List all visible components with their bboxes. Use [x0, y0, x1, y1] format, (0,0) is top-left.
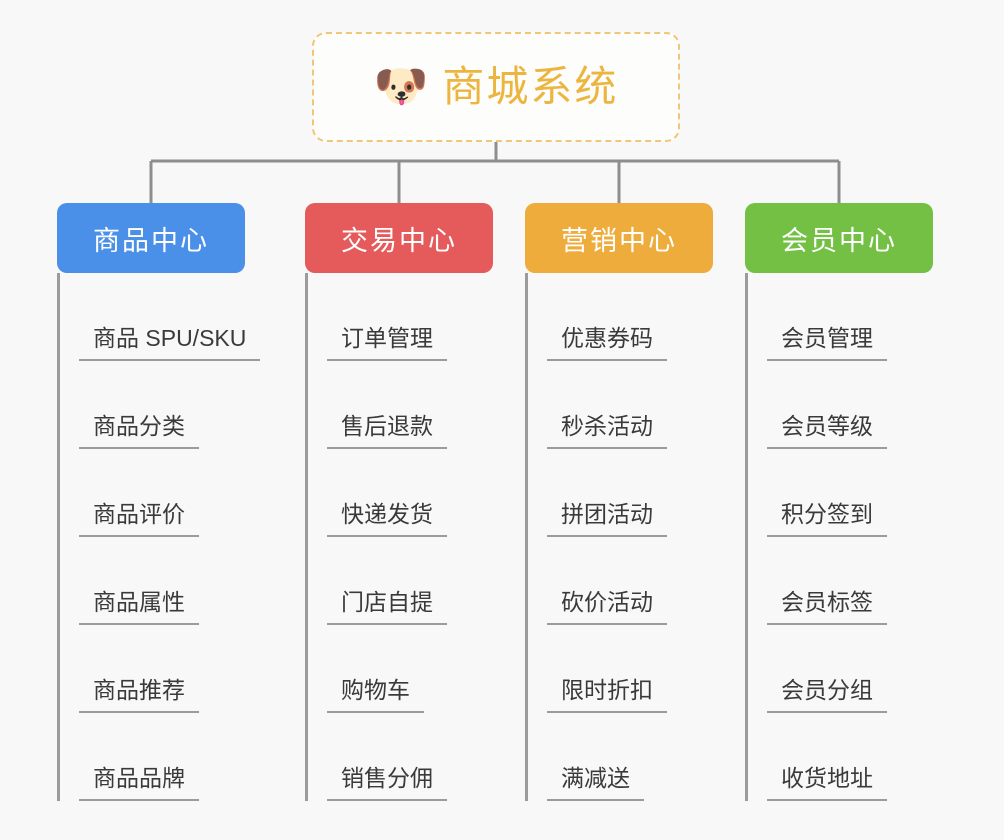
- list-item[interactable]: 销售分佣: [305, 713, 493, 801]
- root-node[interactable]: 🐶 商城系统: [312, 32, 680, 142]
- list-item[interactable]: 积分签到: [745, 449, 933, 537]
- list-item[interactable]: 会员分组: [745, 625, 933, 713]
- leaf-label: 商品评价: [79, 503, 199, 537]
- leaf-label: 优惠券码: [547, 327, 667, 361]
- leaf-label: 会员分组: [767, 679, 887, 713]
- list-item[interactable]: 购物车: [305, 625, 493, 713]
- branch-column-4: 会员中心会员管理会员等级积分签到会员标签会员分组收货地址: [745, 203, 933, 801]
- list-item[interactable]: 商品 SPU/SKU: [57, 273, 261, 361]
- leaf-label: 购物车: [327, 679, 424, 713]
- root-title: 商城系统: [442, 63, 619, 110]
- branch-header-2[interactable]: 交易中心: [305, 203, 493, 273]
- leaf-label: 会员管理: [767, 327, 887, 361]
- leaf-label: 会员标签: [767, 591, 887, 625]
- leaf-label: 商品品牌: [79, 767, 199, 801]
- branch-spine-3: [525, 273, 528, 801]
- leaf-label: 限时折扣: [547, 679, 667, 713]
- leaf-label: 商品属性: [79, 591, 199, 625]
- branch-spine-2: [305, 273, 308, 801]
- leaf-label: 快递发货: [327, 503, 447, 537]
- list-item[interactable]: 优惠券码: [525, 273, 713, 361]
- list-item[interactable]: 拼团活动: [525, 449, 713, 537]
- branch-column-2: 交易中心订单管理售后退款快递发货门店自提购物车销售分佣: [305, 203, 493, 801]
- leaf-label: 商品推荐: [79, 679, 199, 713]
- leaf-label: 秒杀活动: [547, 415, 667, 449]
- leaf-label: 拼团活动: [547, 503, 667, 537]
- leaf-label: 积分签到: [767, 503, 887, 537]
- leaf-label: 商品 SPU/SKU: [79, 327, 261, 361]
- leaf-label: 订单管理: [327, 327, 447, 361]
- leaf-list-1: 商品 SPU/SKU 商品分类商品评价商品属性商品推荐商品品牌: [57, 273, 261, 801]
- leaf-label: 售后退款: [327, 415, 447, 449]
- list-item[interactable]: 砍价活动: [525, 537, 713, 625]
- list-item[interactable]: 商品推荐: [57, 625, 245, 713]
- branch-header-3[interactable]: 营销中心: [525, 203, 713, 273]
- list-item[interactable]: 商品属性: [57, 537, 245, 625]
- list-item[interactable]: 限时折扣: [525, 625, 713, 713]
- list-item[interactable]: 售后退款: [305, 361, 493, 449]
- branch-header-4[interactable]: 会员中心: [745, 203, 933, 273]
- list-item[interactable]: 门店自提: [305, 537, 493, 625]
- list-item[interactable]: 会员等级: [745, 361, 933, 449]
- list-item[interactable]: 商品分类: [57, 361, 245, 449]
- list-item[interactable]: 满减送: [525, 713, 713, 801]
- list-item[interactable]: 收货地址: [745, 713, 933, 801]
- branch-column-3: 营销中心优惠券码秒杀活动拼团活动砍价活动限时折扣满减送: [525, 203, 713, 801]
- leaf-label: 满减送: [547, 767, 644, 801]
- leaf-list-3: 优惠券码秒杀活动拼团活动砍价活动限时折扣满减送: [525, 273, 713, 801]
- leaf-label: 销售分佣: [327, 767, 447, 801]
- list-item[interactable]: 会员标签: [745, 537, 933, 625]
- leaf-label: 商品分类: [79, 415, 199, 449]
- leaf-list-2: 订单管理售后退款快递发货门店自提购物车销售分佣: [305, 273, 493, 801]
- leaf-label: 收货地址: [767, 767, 887, 801]
- branch-spine-4: [745, 273, 748, 801]
- leaf-label: 会员等级: [767, 415, 887, 449]
- list-item[interactable]: 快递发货: [305, 449, 493, 537]
- branch-column-1: 商品中心商品 SPU/SKU 商品分类商品评价商品属性商品推荐商品品牌: [57, 203, 261, 801]
- leaf-list-4: 会员管理会员等级积分签到会员标签会员分组收货地址: [745, 273, 933, 801]
- list-item[interactable]: 秒杀活动: [525, 361, 713, 449]
- list-item[interactable]: 订单管理: [305, 273, 493, 361]
- leaf-label: 门店自提: [327, 591, 447, 625]
- list-item[interactable]: 商品评价: [57, 449, 245, 537]
- leaf-label: 砍价活动: [547, 591, 667, 625]
- branch-header-1[interactable]: 商品中心: [57, 203, 245, 273]
- list-item[interactable]: 商品品牌: [57, 713, 245, 801]
- shiba-dog-icon: 🐶: [373, 62, 429, 111]
- branch-spine-1: [57, 273, 60, 801]
- list-item[interactable]: 会员管理: [745, 273, 933, 361]
